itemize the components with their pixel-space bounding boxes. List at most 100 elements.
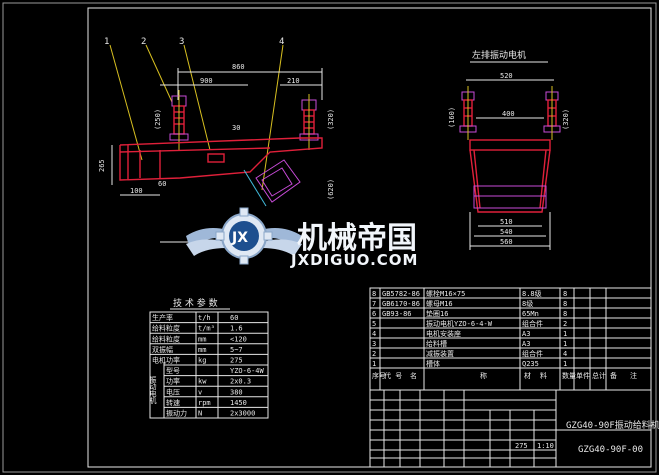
tech-row-unit: v (198, 388, 202, 396)
tech-row-unit: kw (198, 378, 207, 386)
tech-row-value: <120 (230, 335, 247, 343)
tech-row-value: 2x0.3 (230, 378, 251, 386)
tech-row-label: 给料粒度 (152, 334, 180, 343)
parts-cell: 减振装置 (426, 349, 454, 358)
watermark: JX 机械帝国 JXDIGUO.COM (186, 207, 418, 269)
parts-cell: 1 (563, 340, 567, 348)
tech-row-label: 给料粒度 (152, 324, 180, 333)
dim-160: (160) (448, 107, 456, 128)
dim-560: 560 (500, 238, 513, 246)
leader-4 (261, 44, 284, 191)
parts-cell: GB93-86 (382, 310, 412, 318)
tech-row-unit: t/h (198, 314, 211, 322)
parts-cell: 1 (372, 360, 376, 368)
parts-header-cell: 称 (480, 371, 487, 380)
parts-header-cell: 注 (630, 371, 637, 380)
tech-row-unit: N (198, 410, 202, 418)
parts-cell: 8 (563, 310, 567, 318)
parts-cell: 8 (563, 290, 567, 298)
tech-row-unit: t/m³ (198, 325, 215, 333)
tech-row-value: 380 (230, 388, 243, 396)
tech-row-unit: mm (198, 346, 206, 354)
motor-mount (243, 159, 301, 207)
tech-row-value: 1450 (230, 399, 247, 407)
parts-cell: 3 (372, 340, 376, 348)
tech-row-label: 电机功率 (152, 356, 180, 365)
dim-30: 30 (232, 124, 240, 132)
tech-row-unit: rpm (198, 399, 211, 407)
parts-cell: 5 (372, 320, 376, 328)
parts-cell: 4 (563, 350, 567, 358)
tech-row-label: 功率 (166, 377, 180, 386)
watermark-english: JXDIGUO.COM (290, 251, 418, 269)
parts-cell: Q235 (522, 360, 539, 368)
tech-row-unit: mm (198, 335, 206, 343)
parts-cell: 螺母M16 (426, 299, 453, 308)
side-view: 1 2 3 4 860 900 210 (98, 37, 335, 243)
callout-1: 1 (104, 37, 109, 47)
parts-header-cell: 总计 (592, 371, 606, 380)
motor-side-label: 振动电机 (149, 375, 157, 405)
parts-cell: 组合件 (522, 319, 543, 328)
parts-cell: 7 (372, 300, 376, 308)
watermark-chinese: 机械帝国 (297, 221, 417, 256)
dim-510: 510 (500, 218, 513, 226)
parts-cell: A3 (522, 340, 530, 348)
dim-860: 860 (232, 63, 245, 71)
tech-row-value: 275 (230, 357, 243, 365)
tech-row-value: 60 (230, 314, 238, 322)
parts-cell: 8 (372, 290, 376, 298)
tech-row-value: YZO-6-4W (230, 367, 265, 375)
dim-250: (250) (154, 109, 162, 130)
tech-row-label: 振动力 (166, 409, 187, 418)
tech-table-title: 技 术 参 数 (173, 297, 218, 309)
dim-900: 900 (200, 77, 213, 85)
tech-row-label: 型号 (166, 366, 180, 375)
scale-value: 1:10 (537, 442, 554, 450)
parts-header-cell: 数量 (562, 371, 576, 380)
drawing-code: GZG40-90F-00 (578, 445, 643, 455)
dim-320: (320) (327, 109, 335, 130)
parts-cell: 垫圈16 (426, 309, 448, 318)
parts-header-cell: 料 (540, 371, 547, 380)
tech-row-value: 5~7 (230, 346, 243, 354)
spring-right (299, 94, 319, 150)
front-spring-right (543, 86, 561, 140)
drawing-name: GZG40-90F振动给料机 (566, 419, 659, 431)
dim-540: 540 (500, 228, 513, 236)
parts-cell: 8 (563, 300, 567, 308)
front-trough-body (469, 139, 551, 213)
parts-header-cell: 名 (410, 371, 417, 380)
tech-row-label: 电压 (166, 387, 180, 396)
parts-cell: GB6170-86 (382, 300, 420, 308)
leader-2 (145, 44, 173, 103)
parts-cell: 8级 (522, 299, 533, 308)
parts-cell: 6 (372, 310, 376, 318)
parts-cell: GB5782-86 (382, 290, 420, 298)
tech-row-label: 转速 (166, 398, 180, 407)
parts-cell: 槽体 (426, 359, 440, 368)
tech-row-value: 2x3000 (230, 410, 255, 418)
parts-header-cell: 单件 (576, 371, 590, 380)
callout-3: 3 (179, 37, 184, 47)
front-view-title: 左排振动电机 (472, 49, 526, 61)
parts-header-cell: 备 (610, 371, 617, 380)
dim-620: (620) (327, 179, 335, 200)
leader-3 (183, 44, 211, 151)
parts-header-cell: 序号 (372, 371, 386, 380)
dim-210: 210 (287, 77, 300, 85)
dim-400: 400 (502, 110, 515, 118)
tech-row-value: 1.6 (230, 325, 243, 333)
dim-520: 520 (500, 72, 513, 80)
leader-1 (109, 44, 143, 161)
trough-body (119, 137, 323, 181)
dim-100: 100 (130, 187, 143, 195)
parts-cell: 振动电机YZO-6-4-W (426, 319, 493, 328)
dim-320-front: (320) (562, 109, 570, 130)
callout-2: 2 (141, 37, 146, 47)
